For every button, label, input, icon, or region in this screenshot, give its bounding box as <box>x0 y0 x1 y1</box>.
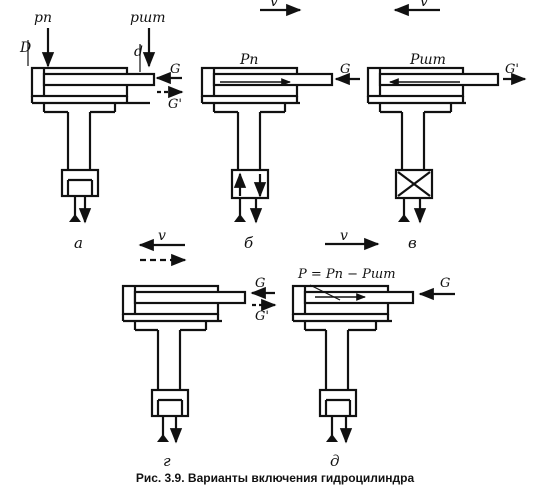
pump-v <box>398 214 410 222</box>
label-v-P-rod: Pшт <box>409 52 446 68</box>
rod-a <box>42 72 156 87</box>
label-b-P-piston: Pп <box>239 52 258 68</box>
label-g-G: G <box>255 276 265 291</box>
label-d-G: G <box>440 276 450 291</box>
label-variant-g: г <box>163 452 171 470</box>
label-D: D <box>19 40 31 56</box>
label-v-v: v <box>420 0 428 10</box>
valve-d <box>318 388 358 418</box>
pump-d <box>326 434 338 442</box>
label-p-rod: pшт <box>130 10 166 26</box>
valve-a <box>60 168 100 198</box>
pump-a <box>69 214 81 222</box>
caption-number: Рис. 3.9. <box>135 471 185 485</box>
label-variant-d: д <box>330 452 340 470</box>
rod-v <box>378 72 500 87</box>
caption-text: Варианты включения гидроцилиндра <box>187 471 415 485</box>
label-p-piston: pп <box>34 10 52 26</box>
label-a-G-prime: G' <box>168 97 182 112</box>
label-d: d <box>134 44 143 60</box>
label-variant-v: в <box>408 234 417 252</box>
variant-d-circuit <box>291 237 455 444</box>
label-a-G: G <box>170 62 180 77</box>
variant-g-circuit <box>121 238 277 444</box>
label-variant-a: а <box>74 234 83 252</box>
label-variant-b: б <box>244 234 254 252</box>
label-b-G: G <box>340 62 350 77</box>
valve-g <box>150 388 190 418</box>
figure-caption: Рис. 3.9. Варианты включения гидроцилинд… <box>0 471 550 485</box>
valve-v <box>394 168 434 200</box>
label-v-G-prime: G' <box>505 62 519 77</box>
rod-b <box>212 72 334 87</box>
label-d-formula: P = Pп − Pшт <box>297 267 396 282</box>
variant-v-circuit <box>366 3 527 224</box>
label-d-v: v <box>340 228 348 244</box>
label-b-v: v <box>270 0 278 10</box>
variant-a-circuit <box>27 28 184 224</box>
pump-g <box>157 434 169 442</box>
label-g-G-prime: G' <box>255 309 269 324</box>
rod-g <box>133 290 247 305</box>
variant-b-circuit <box>200 3 360 224</box>
pump-b <box>234 214 246 222</box>
valve-b <box>230 168 270 200</box>
label-g-v: v <box>158 228 166 244</box>
